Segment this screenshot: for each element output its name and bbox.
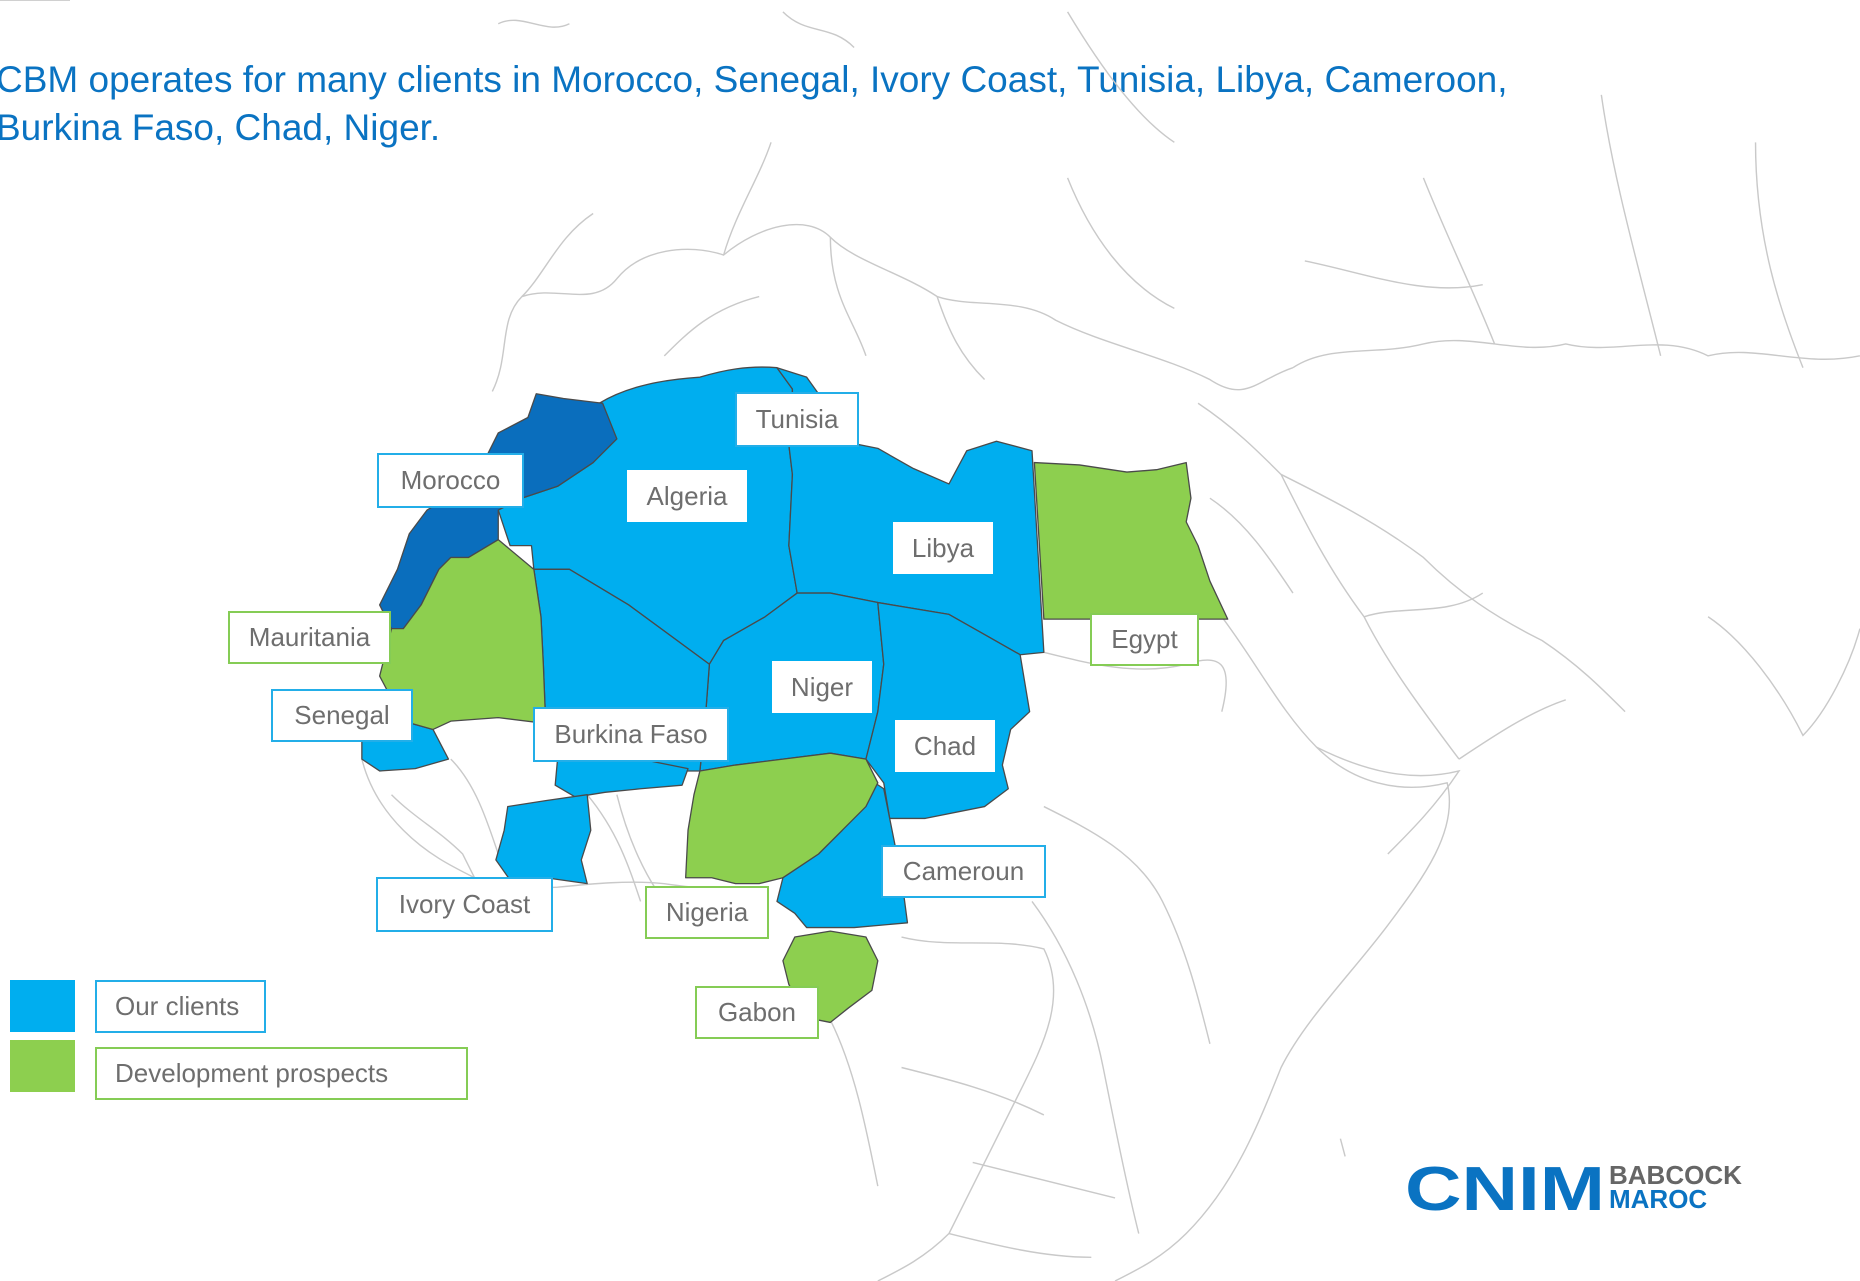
europe-inner-border-1 [663, 237, 986, 381]
label-gabon: Gabon [695, 986, 819, 1039]
label-niger: Niger [772, 661, 872, 713]
label-cameroun: Cameroun [881, 845, 1046, 898]
madagascar-hint [1339, 1138, 1346, 1157]
asia-outline [1292, 339, 1860, 369]
southern-africa-borders [901, 1066, 1116, 1258]
east-africa-outline [1114, 616, 1451, 1281]
logo-wordmark: CNIM [1405, 1160, 1605, 1216]
label-nigeria: Nigeria [645, 886, 769, 939]
label-mauritania: Mauritania [228, 611, 391, 664]
legend-swatch-clients [10, 980, 75, 1032]
india-outline [1707, 616, 1860, 737]
legend-swatch-prospects [10, 1040, 75, 1092]
country-egypt [1033, 461, 1229, 620]
scandinavia-outline [497, 11, 1175, 143]
logo-line1: BABCOCK [1609, 1160, 1742, 1190]
europe-inner-border-2 [521, 142, 1175, 310]
west-africa-borders [391, 758, 665, 926]
label-tunisia: Tunisia [735, 392, 859, 447]
label-libya: Libya [893, 522, 993, 574]
middle-east-outline [1197, 402, 1626, 760]
label-algeria: Algeria [627, 470, 747, 522]
label-burkina-faso: Burkina Faso [533, 707, 729, 762]
central-africa-borders [1031, 651, 1227, 1234]
cnim-babcock-maroc-logo: CNIM BABCOCK MAROC [1405, 1160, 1742, 1216]
background-borders [361, 11, 1860, 1281]
country-nigeria [685, 752, 879, 885]
asia-inner-borders [1304, 94, 1804, 368]
label-morocco: Morocco [377, 453, 524, 508]
legend-label-prospects: Development prospects [95, 1047, 468, 1100]
label-egypt: Egypt [1090, 613, 1199, 666]
top-left-rule [0, 0, 70, 1]
headline: CBM operates for many clients in Morocco… [0, 59, 1508, 148]
logo-line2: MAROC [1609, 1184, 1707, 1214]
country-mauritania [378, 539, 547, 731]
middle-east-inner [1209, 497, 1566, 760]
label-chad: Chad [895, 720, 995, 772]
label-ivory-coast: Ivory Coast [376, 877, 553, 932]
central-africa-borders-2 [829, 936, 1055, 1281]
legend-label-clients: Our clients [95, 980, 266, 1033]
highlighted-countries [361, 366, 1229, 1024]
country-ivory-coast [495, 794, 592, 885]
label-senegal: Senegal [271, 689, 413, 742]
horn-of-africa [1316, 746, 1461, 855]
